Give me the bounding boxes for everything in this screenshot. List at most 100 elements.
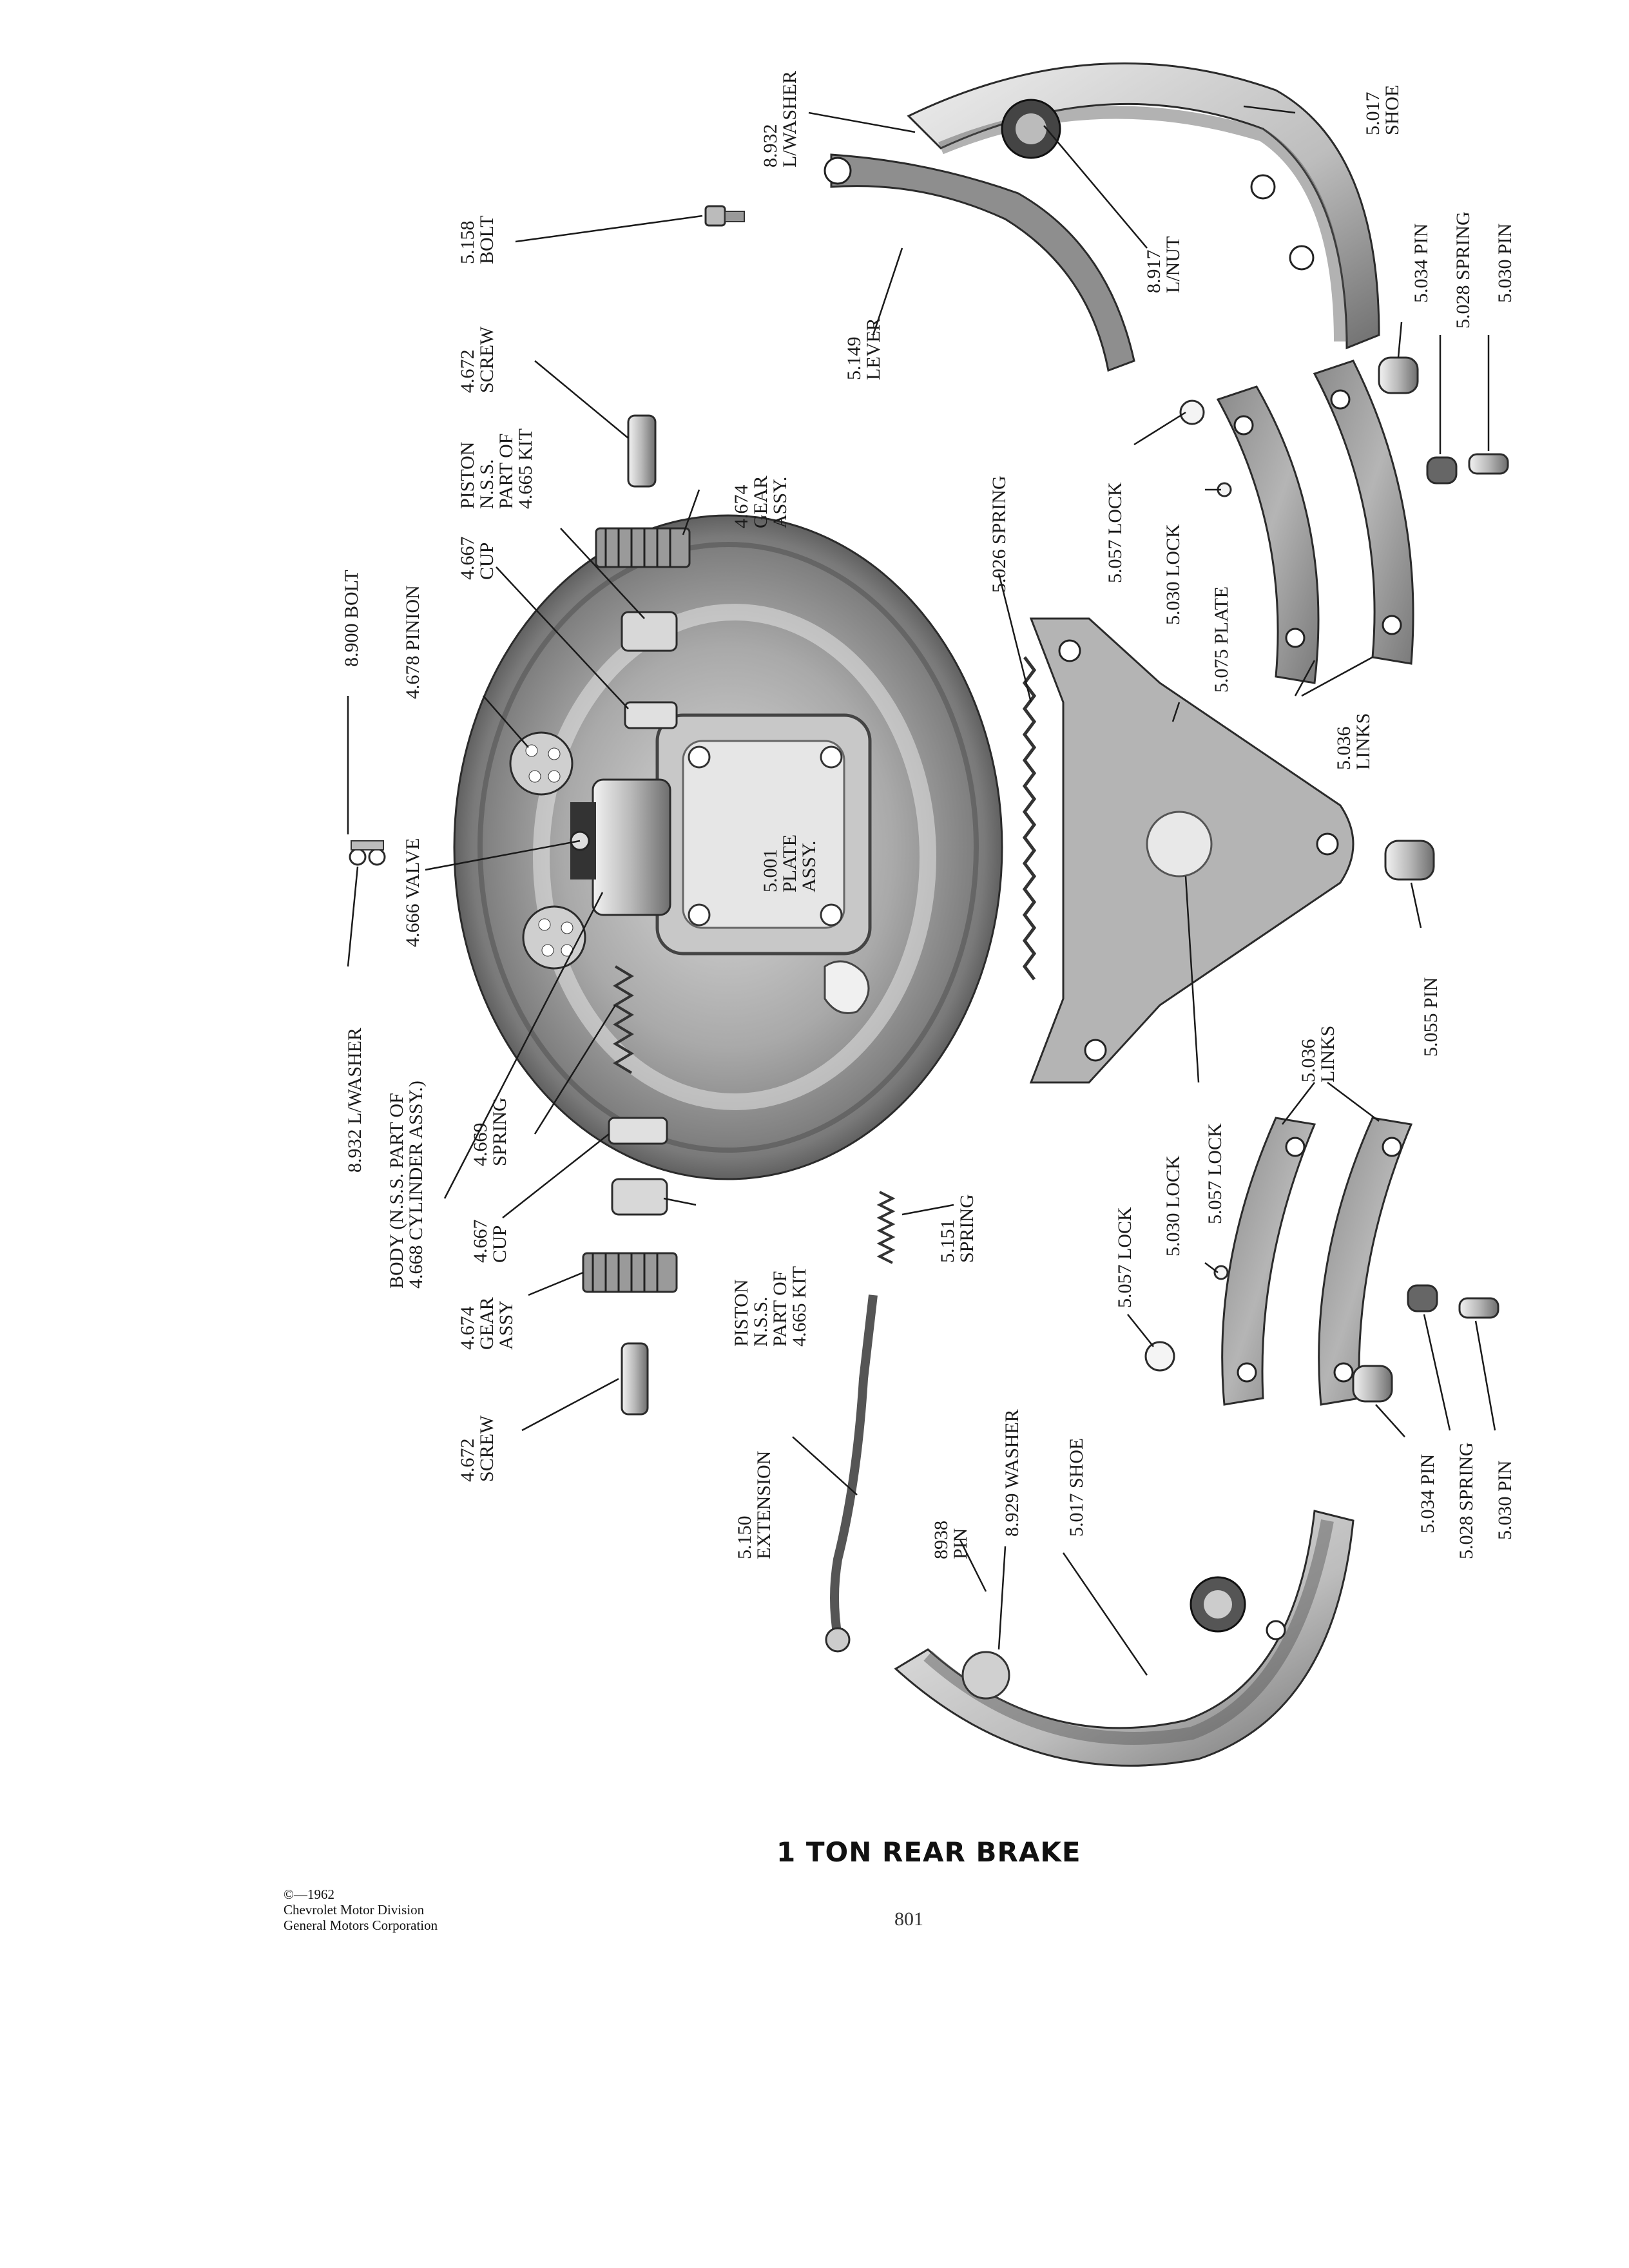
- label-line: 5.030 LOCK: [1162, 524, 1184, 625]
- label-lock-5030-bottom: 5.030 LOCK: [1162, 1155, 1184, 1256]
- label-line: 5.036: [1298, 1039, 1319, 1083]
- label-screw-top: 4.672SCREW: [457, 326, 497, 393]
- copyright-line: Chevrolet Motor Division: [284, 1902, 425, 1917]
- label-line: 5.149: [843, 337, 865, 381]
- label-line: 5.034 PIN: [1417, 1454, 1438, 1533]
- cup-upper: [621, 611, 678, 652]
- label-line: ASSY.: [769, 477, 791, 528]
- label-spring-4669: 4.669SPRING: [470, 1097, 510, 1166]
- label-line: PART OF: [496, 434, 517, 509]
- spring-4669: [613, 965, 634, 1074]
- label-line: 4.669: [470, 1123, 491, 1167]
- pinion-upper: [509, 731, 574, 796]
- label-valve: 4.666 VALVE: [402, 838, 423, 947]
- label-line: 4.665 KIT: [515, 428, 536, 509]
- lock-upper-parts: [1179, 356, 1509, 497]
- label-line: 5.028 SPRING: [1456, 1442, 1477, 1559]
- label-line: PART OF: [769, 1271, 791, 1347]
- label-line: GEAR: [750, 476, 771, 528]
- label-line: 5.030 LOCK: [1162, 1155, 1184, 1256]
- parking-brake-lever: [824, 153, 1135, 372]
- brake-shoe-lower: [894, 1510, 1354, 1767]
- label-line: 5.026 SPRING: [988, 476, 1010, 593]
- label-lwasher-left: 8.932 L/WASHER: [344, 1028, 365, 1173]
- label-spring-5028-top: 5.028 SPRING: [1452, 211, 1474, 329]
- wheel-cylinder-body: [570, 778, 671, 916]
- label-gear-top: 4.674GEARASSY.: [731, 476, 791, 528]
- label-line: 5.057 LOCK: [1104, 482, 1126, 583]
- label-line: PLATE: [779, 834, 800, 892]
- retracting-spring-5026: [1022, 656, 1037, 981]
- pin-5055: [1384, 840, 1435, 881]
- label-line: 4.668 CYLINDER ASSY.): [405, 1081, 427, 1289]
- label-extension: 5.150EXTENSION: [734, 1451, 775, 1559]
- pinion-lower: [522, 905, 586, 970]
- label-line: 4.666 VALVE: [402, 838, 423, 947]
- label-line: 5.151: [937, 1220, 958, 1264]
- label-pinion: 4.678 PINION: [402, 585, 423, 699]
- diagram-title: 1 TON REAR BRAKE: [776, 1836, 1081, 1868]
- bolt-5158: [704, 205, 745, 227]
- label-gear-bottom: 4.674GEARASSY: [457, 1297, 517, 1350]
- copyright-line: ©—1962: [284, 1887, 334, 1902]
- label-line: 5.034 PIN: [1411, 224, 1432, 303]
- label-line: 4.672: [457, 350, 478, 394]
- label-line: PISTON: [457, 442, 478, 509]
- label-line: SCREW: [476, 1415, 497, 1482]
- label-links-top: 5.036LINKS: [1333, 713, 1374, 770]
- label-line: L/NUT: [1162, 236, 1184, 293]
- adjusting-screw-upper: [627, 414, 657, 488]
- label-line: 8.900 BOLT: [341, 570, 362, 667]
- label-line: 4.678 PINION: [402, 585, 423, 699]
- label-line: N.S.S.: [476, 459, 497, 509]
- label-pin-5055: 5.055 PIN: [1420, 977, 1441, 1057]
- label-line: 5.057 LOCK: [1204, 1123, 1226, 1224]
- label-lever: 5.149LEVER: [843, 318, 884, 380]
- brake-shoe-upper: [907, 62, 1380, 350]
- label-body: BODY (N.S.S. PART OF4.668 CYLINDER ASSY.…: [386, 1081, 427, 1289]
- label-line: SPRING: [489, 1097, 510, 1166]
- label-line: BODY (N.S.S. PART OF: [386, 1093, 407, 1289]
- label-line: 8.917: [1143, 250, 1164, 294]
- part-labels: 8.932L/WASHER 5.017SHOE 5.158BOLT 8.917L…: [341, 71, 1516, 1559]
- label-spring-5151: 5.151SPRING: [937, 1194, 978, 1263]
- label-line: 8.932 L/WASHER: [344, 1028, 365, 1173]
- label-line: 5.150: [734, 1516, 755, 1560]
- label-line: PIN: [950, 1528, 971, 1559]
- gear-lower: [582, 1252, 678, 1293]
- label-line: 4.667: [457, 537, 478, 581]
- cup-on-plate-upper: [624, 701, 678, 729]
- label-pin-8938: 8938PIN: [930, 1521, 971, 1559]
- label-links-bottom: 5.036LINKS: [1298, 1026, 1338, 1082]
- label-line: 4.667: [470, 1220, 491, 1264]
- label-line: CUP: [489, 1225, 510, 1263]
- label-pin-5030-top: 5.030 PIN: [1494, 224, 1516, 303]
- label-line: SPRING: [956, 1194, 978, 1263]
- label-pin-5034-top: 5.034 PIN: [1411, 224, 1432, 303]
- label-line: 5.158: [457, 221, 478, 265]
- label-line: ASSY: [496, 1300, 517, 1350]
- label-shoe-bottom: 5.017 SHOE: [1066, 1438, 1087, 1537]
- label-screw-bottom: 4.672SCREW: [457, 1415, 497, 1482]
- label-line: 4.665 KIT: [789, 1266, 810, 1347]
- label-lock-5057-top: 5.057 LOCK: [1104, 482, 1126, 583]
- label-line: CUP: [476, 543, 497, 580]
- label-line: 5.001: [760, 849, 781, 893]
- label-line: 4.674: [731, 485, 752, 529]
- cup-lower: [611, 1178, 668, 1216]
- label-line: 5.057 LOCK: [1114, 1207, 1135, 1308]
- label-line: LINKS: [1353, 713, 1374, 770]
- label-line: N.S.S.: [750, 1296, 771, 1347]
- label-line: 4.672: [457, 1439, 478, 1483]
- label-washer-8929: 8.929 WASHER: [1001, 1409, 1023, 1537]
- label-cup-bottom: 4.667CUP: [470, 1220, 510, 1264]
- links-upper: [1216, 360, 1414, 684]
- label-lock-5057-bottom: 5.057 LOCK: [1114, 1207, 1135, 1308]
- label-line: ASSY.: [798, 841, 820, 892]
- label-line: LEVER: [863, 318, 884, 380]
- label-pin-5034-bottom: 5.034 PIN: [1417, 1454, 1438, 1533]
- adjusting-screw-lower: [621, 1342, 649, 1416]
- label-line: 8.929 WASHER: [1001, 1409, 1023, 1537]
- label-line: GEAR: [476, 1297, 497, 1350]
